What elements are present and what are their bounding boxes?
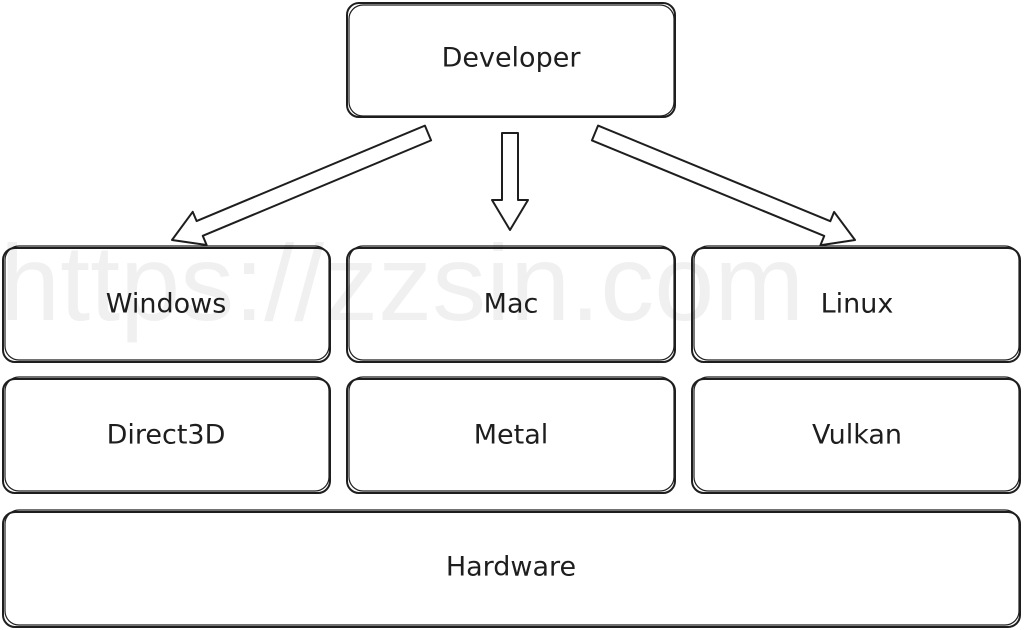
node-developer: Developer (346, 2, 676, 118)
node-hardware-label: Hardware (446, 552, 576, 583)
node-metal-label: Metal (474, 420, 549, 451)
node-mac: Mac (346, 245, 676, 363)
node-hardware: Hardware (2, 509, 1021, 628)
node-vulkan-label: Vulkan (812, 420, 902, 451)
arrow-to-windows (171, 124, 433, 247)
node-metal: Metal (346, 376, 676, 494)
node-direct3d: Direct3D (2, 376, 331, 494)
node-developer-label: Developer (442, 43, 582, 74)
node-windows: Windows (2, 245, 331, 363)
node-mac-label: Mac (484, 289, 539, 320)
arrow-to-linux (590, 124, 856, 247)
node-linux-label: Linux (821, 289, 894, 320)
watermark: https://zzsin.com (0, 222, 804, 343)
node-vulkan: Vulkan (691, 376, 1021, 494)
node-linux: Linux (691, 245, 1021, 363)
node-windows-label: Windows (106, 289, 227, 320)
node-direct3d-label: Direct3D (107, 420, 226, 451)
arrow-to-mac (491, 132, 529, 231)
